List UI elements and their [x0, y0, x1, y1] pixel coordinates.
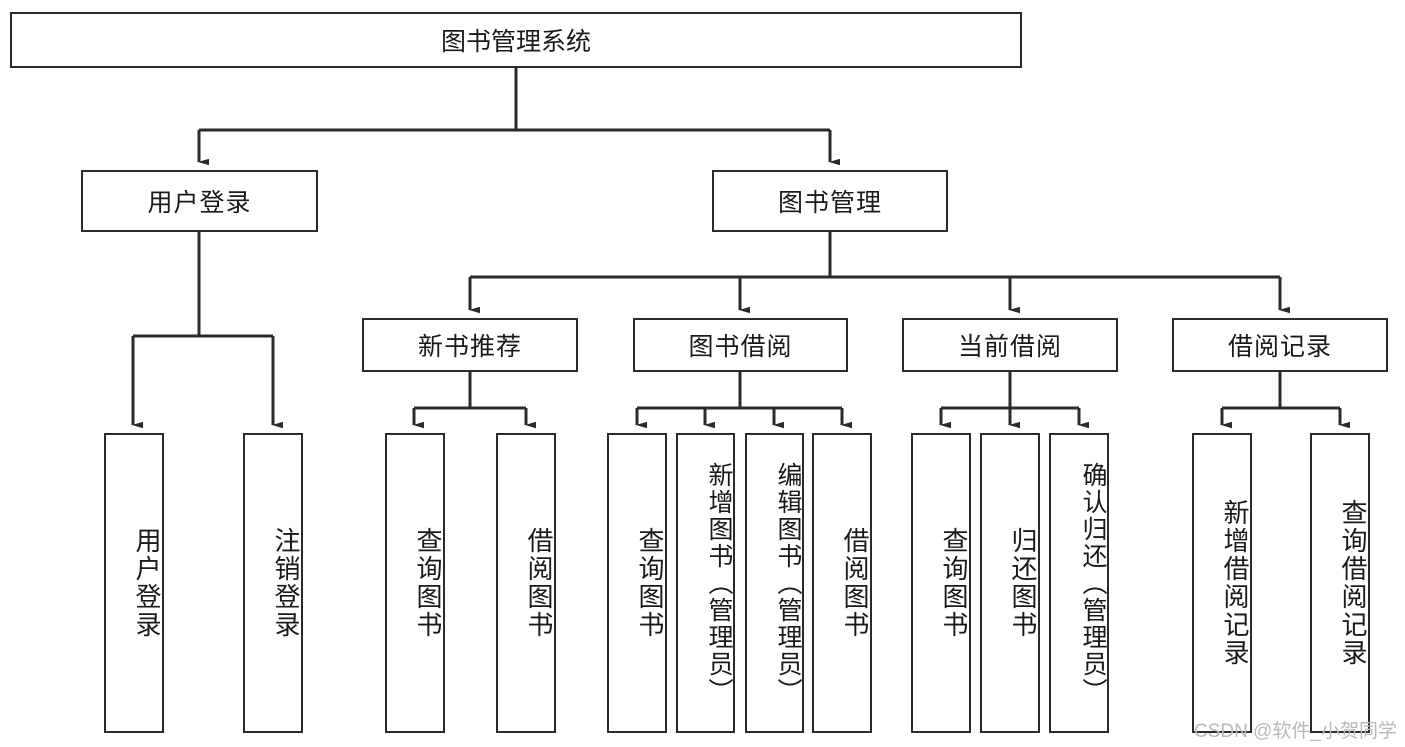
csdn-watermark: CSDN @软件_小贺同学 — [1194, 721, 1397, 742]
leaf-return-book[interactable]: 归还图书 — [980, 433, 1040, 733]
node-new-book-recommend[interactable]: 新书推荐 — [362, 318, 578, 372]
leaf-confirm-return-admin[interactable]: 确认归还（管理员） — [1049, 433, 1109, 733]
leaf-query-book-borrow[interactable]: 查询图书 — [607, 433, 667, 733]
leaf-query-book-recommend[interactable]: 查询图书 — [385, 433, 445, 733]
leaf-query-borrow-record[interactable]: 查询借阅记录 — [1310, 433, 1370, 733]
node-user-login[interactable]: 用户登录 — [81, 170, 318, 232]
leaf-add-book-admin[interactable]: 新增图书（管理员） — [676, 433, 735, 733]
leaf-borrow-book-recommend[interactable]: 借阅图书 — [496, 433, 556, 733]
node-current-borrow[interactable]: 当前借阅 — [902, 318, 1118, 372]
node-book-borrow[interactable]: 图书借阅 — [633, 318, 848, 372]
leaf-edit-book-admin[interactable]: 编辑图书（管理员） — [745, 433, 804, 733]
node-root-system[interactable]: 图书管理系统 — [10, 12, 1022, 68]
node-borrow-record[interactable]: 借阅记录 — [1172, 318, 1388, 372]
leaf-logout[interactable]: 注销登录 — [243, 433, 303, 733]
leaf-user-login[interactable]: 用户登录 — [104, 433, 164, 733]
leaf-query-book-current[interactable]: 查询图书 — [911, 433, 971, 733]
leaf-add-borrow-record[interactable]: 新增借阅记录 — [1192, 433, 1252, 733]
node-book-management[interactable]: 图书管理 — [712, 170, 948, 232]
leaf-borrow-book[interactable]: 借阅图书 — [812, 433, 872, 733]
